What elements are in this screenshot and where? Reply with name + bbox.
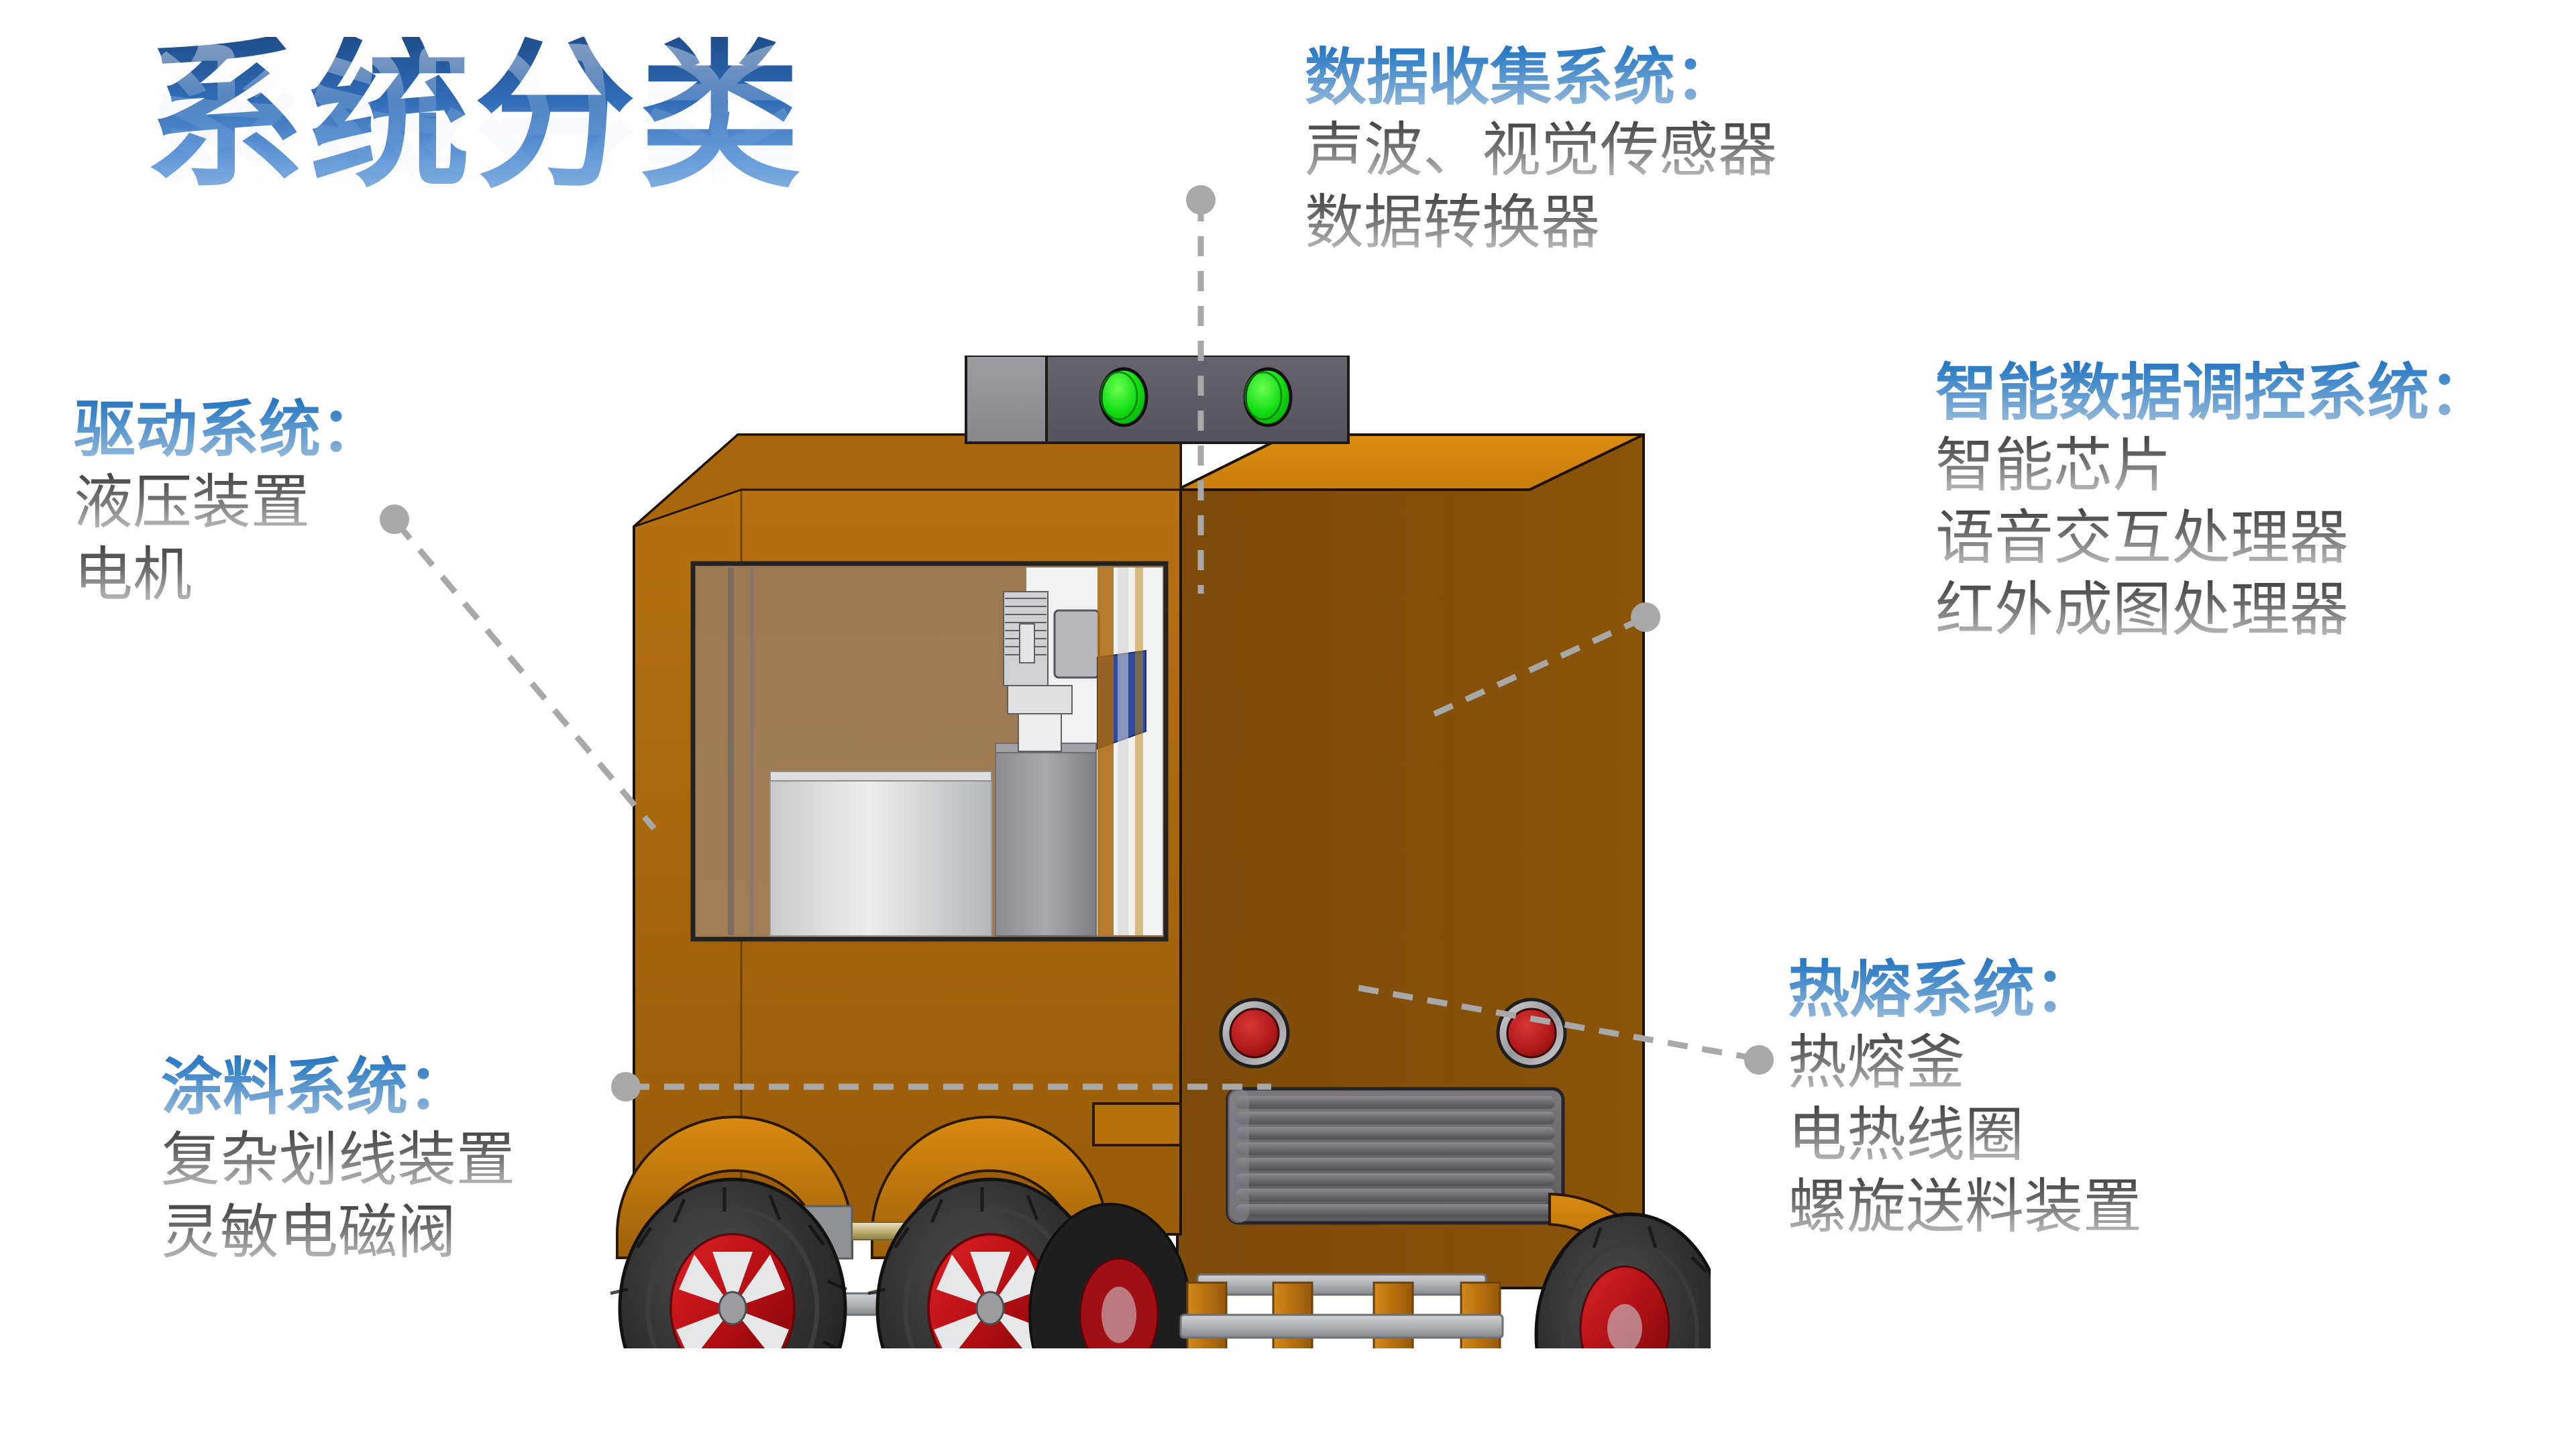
leader-dot-drive bbox=[380, 504, 409, 534]
annotation-melt-item-1: 电热线圈 bbox=[1788, 1100, 2142, 1172]
annotation-data-collection-system: 数据收集系统： 声波、视觉传感器 数据转换器 bbox=[1305, 40, 1777, 260]
annotation-melt-item-0: 热熔釜 bbox=[1788, 1028, 2142, 1099]
page-title-text: 系统分类 bbox=[144, 37, 815, 198]
cab-observation-window bbox=[690, 561, 1169, 942]
brush-support-bar bbox=[1179, 1313, 1504, 1339]
annotation-smart-control-system: 智能数据调控系统： 智能芯片 语音交互处理器 红外成图处理器 bbox=[1935, 356, 2491, 647]
annotation-drive-item-0: 液压装置 bbox=[74, 468, 382, 539]
wheel-rear-right-far bbox=[1534, 1212, 1711, 1348]
page-title: 系统分类 系统分类 bbox=[144, 23, 815, 319]
radiator-grille bbox=[1226, 1087, 1565, 1225]
annotation-collect-item-1: 数据转换器 bbox=[1305, 188, 1777, 260]
marking-brush-units bbox=[1179, 1281, 1504, 1348]
side-bracket bbox=[1092, 1102, 1182, 1146]
annotation-smart-item-2: 红外成图处理器 bbox=[1935, 575, 2491, 647]
sensor-box bbox=[965, 356, 1350, 444]
annotation-coating-item-1: 灵敏电磁阀 bbox=[161, 1197, 515, 1269]
annotation-coating-system: 涂料系统： 复杂划线装置 灵敏电磁阀 bbox=[161, 1050, 515, 1269]
road-marking-robot-illustration bbox=[610, 356, 1711, 1348]
wheel-front-left bbox=[610, 1177, 847, 1348]
annotation-hot-melt-system: 热熔系统： 热熔釜 电热线圈 螺旋送料装置 bbox=[1788, 953, 2142, 1244]
grille-slats bbox=[1236, 1096, 1555, 1217]
taillight-left bbox=[1229, 1008, 1280, 1059]
annotation-drive-heading: 驱动系统： bbox=[74, 392, 382, 468]
page-title-reflection: 系统分类 bbox=[144, 23, 815, 201]
annotation-smart-item-1: 语音交互处理器 bbox=[1935, 503, 2491, 575]
wheel-rear-left-far bbox=[1028, 1203, 1192, 1348]
annotation-drive-item-1: 电机 bbox=[74, 540, 382, 612]
annotation-coating-heading: 涂料系统： bbox=[161, 1050, 515, 1125]
annotation-melt-item-2: 螺旋送料装置 bbox=[1788, 1172, 2142, 1244]
annotation-collect-heading: 数据收集系统： bbox=[1305, 40, 1777, 115]
annotation-collect-item-0: 声波、视觉传感器 bbox=[1305, 115, 1777, 187]
annotation-smart-item-0: 智能芯片 bbox=[1935, 431, 2491, 502]
annotation-smart-heading: 智能数据调控系统： bbox=[1935, 356, 2491, 431]
annotation-drive-system: 驱动系统： 液压装置 电机 bbox=[74, 392, 382, 612]
taillight-right bbox=[1506, 1008, 1557, 1059]
leader-dot-melt bbox=[1744, 1045, 1774, 1075]
wheels bbox=[610, 1177, 1711, 1348]
annotation-coating-item-0: 复杂划线装置 bbox=[161, 1125, 515, 1197]
annotation-melt-heading: 热熔系统： bbox=[1788, 953, 2142, 1028]
leader-dot-collect bbox=[1186, 185, 1216, 215]
chassis-bar-right bbox=[1196, 1273, 1487, 1296]
